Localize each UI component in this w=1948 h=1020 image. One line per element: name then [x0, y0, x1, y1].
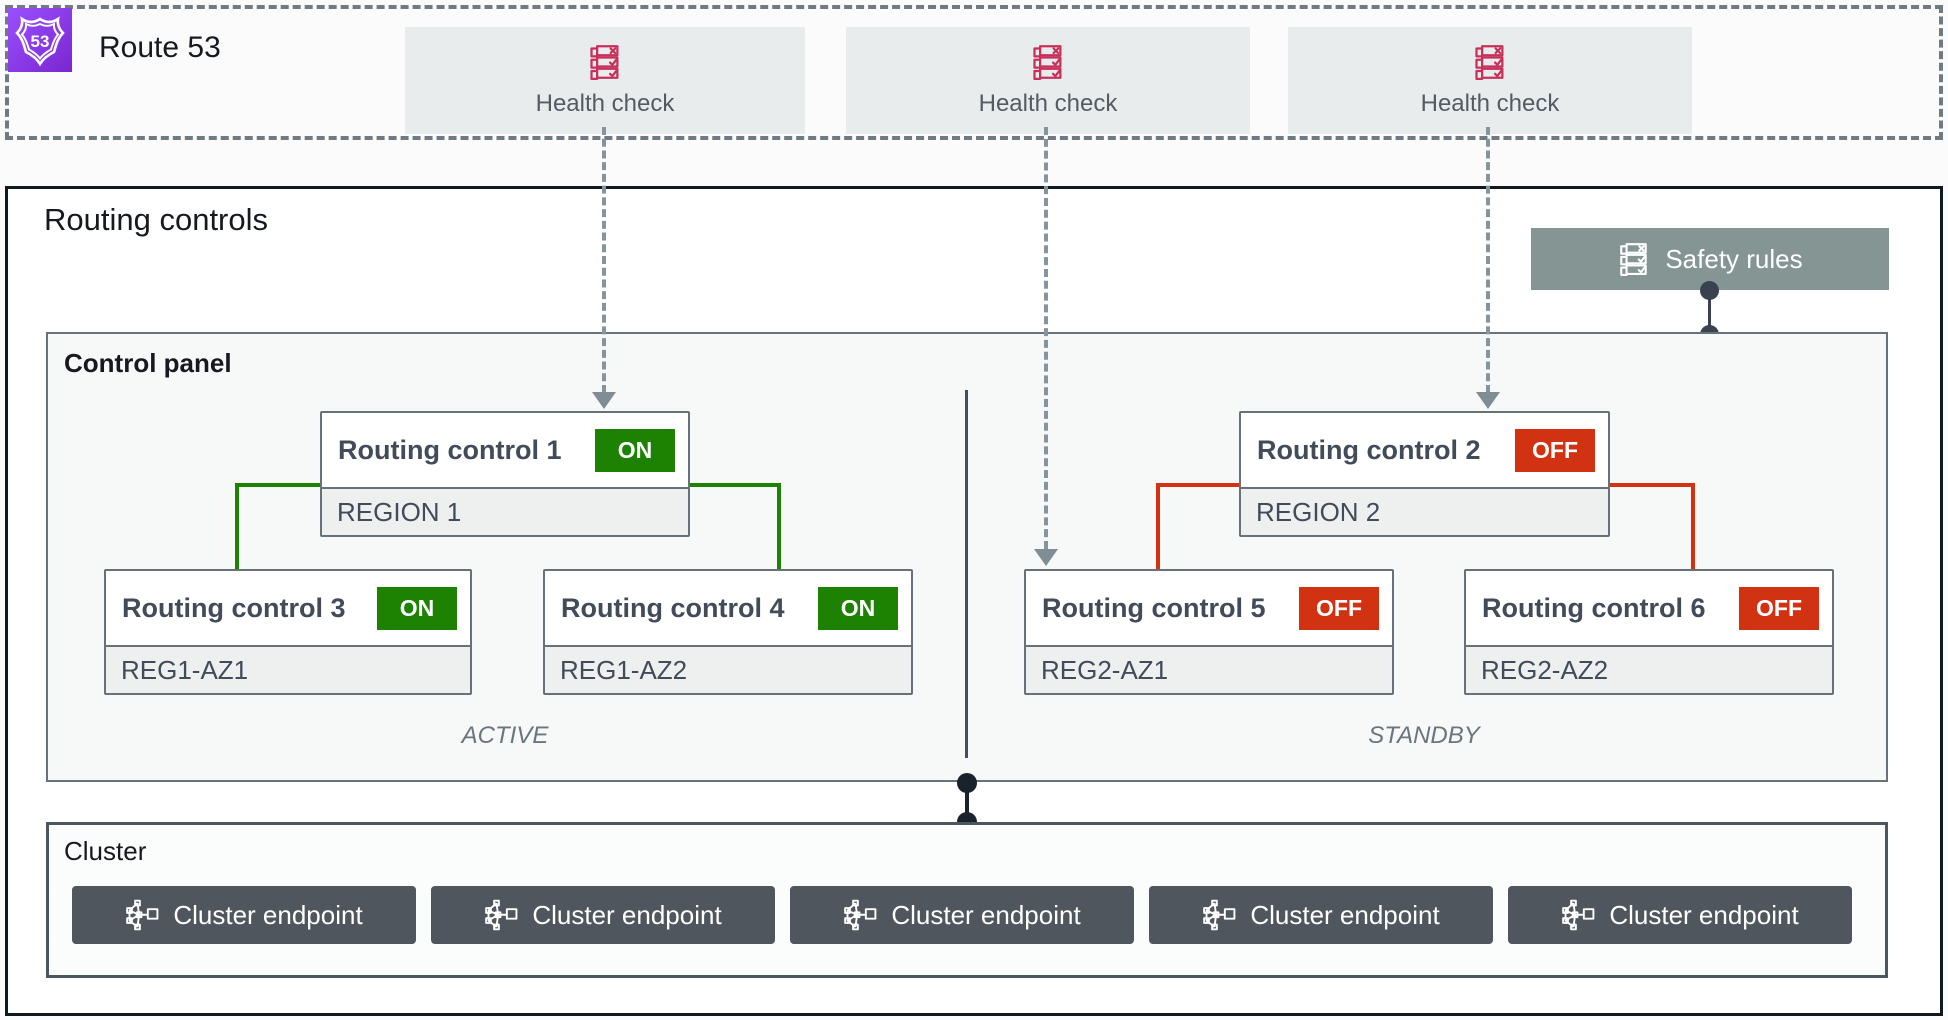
- routing-control-state-badge[interactable]: OFF: [1299, 586, 1379, 630]
- routing-control-name: Routing control 3: [122, 592, 346, 623]
- arrow-down-icon: [592, 392, 616, 409]
- red-link: [1156, 483, 1160, 571]
- routing-control-card-3[interactable]: Routing control 3 ON REG1-AZ1: [104, 569, 472, 695]
- routing-control-zone: REG1-AZ1: [106, 645, 470, 693]
- routing-control-name: Routing control 5: [1042, 592, 1266, 623]
- health-check-label: Health check: [1420, 90, 1560, 117]
- cluster-endpoint-button[interactable]: Cluster endpoint: [1508, 886, 1852, 944]
- routing-control-card-5[interactable]: Routing control 5 OFF REG2-AZ1: [1024, 569, 1394, 695]
- health-check-card[interactable]: Health check: [1288, 27, 1692, 134]
- routing-control-zone: REG2-AZ1: [1026, 645, 1392, 693]
- routing-control-state-badge[interactable]: ON: [818, 586, 898, 630]
- routing-controls-title: Routing controls: [44, 202, 269, 237]
- health-check-arrow-line: [602, 127, 606, 393]
- connector-dot: [957, 773, 977, 793]
- routing-control-card-2[interactable]: Routing control 2 OFF REGION 2: [1239, 411, 1610, 537]
- safety-rules-icon: [1617, 242, 1651, 276]
- health-check-card[interactable]: Health check: [405, 27, 805, 134]
- routing-control-state-badge[interactable]: OFF: [1739, 586, 1819, 630]
- green-link: [235, 483, 322, 487]
- health-check-icon: [1030, 43, 1066, 81]
- health-check-arrow-line: [1044, 127, 1048, 549]
- arrow-down-icon: [1034, 549, 1058, 566]
- cluster-endpoint-button[interactable]: Cluster endpoint: [1149, 886, 1493, 944]
- routing-control-zone: REG1-AZ2: [545, 645, 911, 693]
- health-check-icon: [587, 43, 623, 81]
- routing-control-name: Routing control 1: [338, 434, 562, 465]
- network-endpoint-icon: [484, 898, 518, 932]
- network-endpoint-icon: [125, 898, 159, 932]
- routing-control-zone: REGION 2: [1241, 487, 1608, 535]
- active-label: ACTIVE: [461, 722, 549, 749]
- safety-rules-button[interactable]: Safety rules: [1531, 228, 1889, 290]
- routing-control-name: Routing control 6: [1482, 592, 1706, 623]
- network-endpoint-icon: [843, 898, 877, 932]
- safety-rules-label: Safety rules: [1665, 243, 1803, 274]
- route53-icon: [8, 8, 72, 72]
- standby-label: STANDBY: [1368, 722, 1480, 749]
- route53-zone: Route 53 Health check Health check Healt…: [5, 5, 1943, 140]
- network-endpoint-icon: [1561, 898, 1595, 932]
- routing-control-card-4[interactable]: Routing control 4 ON REG1-AZ2: [543, 569, 913, 695]
- health-check-card[interactable]: Health check: [846, 27, 1250, 134]
- cluster-endpoint-button[interactable]: Cluster endpoint: [431, 886, 775, 944]
- routing-control-state-badge[interactable]: OFF: [1515, 428, 1595, 472]
- cluster-endpoint-button[interactable]: Cluster endpoint: [790, 886, 1134, 944]
- routing-control-name: Routing control 2: [1257, 434, 1481, 465]
- routing-control-zone: REGION 1: [322, 487, 688, 535]
- routing-control-card-6[interactable]: Routing control 6 OFF REG2-AZ2: [1464, 569, 1834, 695]
- routing-control-name: Routing control 4: [561, 592, 785, 623]
- panel-divider-line: [965, 390, 968, 758]
- cluster-title: Cluster: [64, 836, 147, 866]
- green-link: [688, 483, 781, 487]
- red-link: [1691, 483, 1695, 571]
- cluster-endpoint-label: Cluster endpoint: [173, 899, 363, 930]
- routing-control-state-badge[interactable]: ON: [377, 586, 457, 630]
- connector-dot: [1700, 281, 1719, 300]
- health-check-label: Health check: [978, 90, 1118, 117]
- cluster-endpoint-label: Cluster endpoint: [532, 899, 722, 930]
- health-check-arrow-line: [1486, 127, 1490, 393]
- red-link: [1156, 483, 1241, 487]
- red-link: [1608, 483, 1695, 487]
- routing-control-zone: REG2-AZ2: [1466, 645, 1832, 693]
- control-panel-title: Control panel: [64, 348, 232, 378]
- routing-control-state-badge[interactable]: ON: [595, 428, 675, 472]
- health-check-icon: [1472, 43, 1508, 81]
- network-endpoint-icon: [1202, 898, 1236, 932]
- connector-line: [965, 784, 969, 822]
- cluster-endpoint-button[interactable]: Cluster endpoint: [72, 886, 416, 944]
- health-check-label: Health check: [535, 90, 675, 117]
- route53-label: Route 53: [99, 31, 221, 64]
- routing-control-card-1[interactable]: Routing control 1 ON REGION 1: [320, 411, 690, 537]
- cluster-endpoint-label: Cluster endpoint: [1250, 899, 1440, 930]
- arrow-down-icon: [1476, 392, 1500, 409]
- cluster-endpoint-label: Cluster endpoint: [891, 899, 1081, 930]
- green-link: [235, 483, 239, 571]
- cluster-endpoint-label: Cluster endpoint: [1609, 899, 1799, 930]
- green-link: [777, 483, 781, 571]
- connector-line: [1708, 290, 1711, 334]
